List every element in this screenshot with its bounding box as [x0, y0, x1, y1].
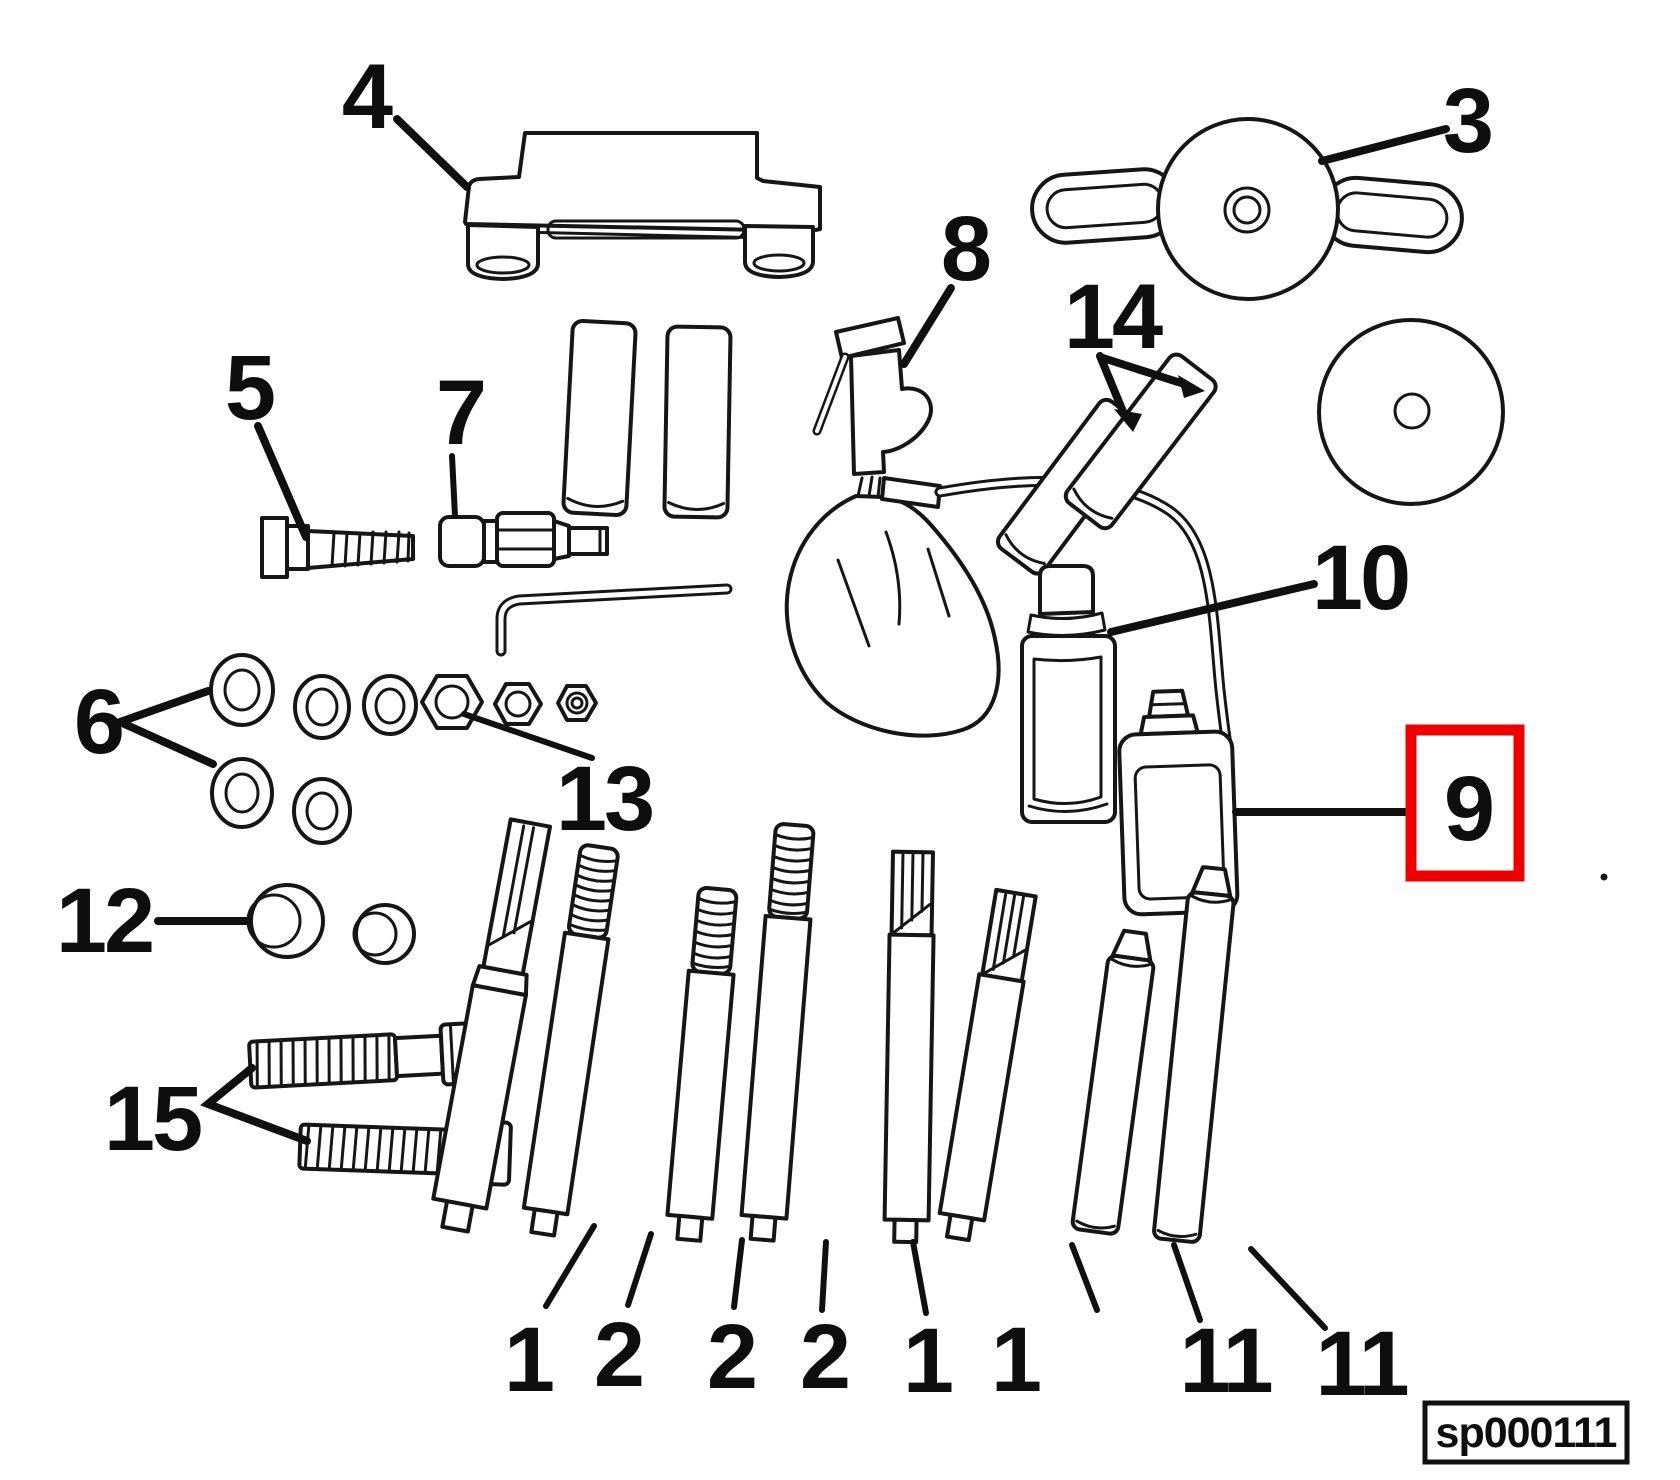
- leader-tool-8: [1248, 1246, 1328, 1331]
- leader-7: [449, 453, 458, 519]
- part-4-mounting-bracket-drawing: [463, 131, 822, 281]
- part-6-washers-drawing: [209, 653, 418, 845]
- leader-lines: [109, 115, 1450, 1331]
- leader-10: [1107, 580, 1318, 636]
- leader-15: [200, 1064, 311, 1145]
- callout-14: 14: [1064, 266, 1163, 368]
- callout-8: 8: [941, 198, 990, 300]
- callout-tool-4: 2: [800, 1306, 848, 1408]
- part-disc-drawing: [1317, 318, 1505, 506]
- part-tools-drawing: [431, 817, 1236, 1245]
- leader-8: [900, 284, 955, 368]
- callout-tool-5: 1: [903, 1310, 952, 1412]
- part-12-bushings-drawing: [246, 883, 416, 965]
- leader-4: [393, 115, 471, 191]
- callout-labels: 4 3 8 14 5 7 6 13 10 9 12 15 1 2 2 2 1 1…: [56, 46, 1495, 1415]
- callout-tool-7: 11: [1179, 1310, 1271, 1412]
- callout-5: 5: [225, 337, 274, 439]
- highlight-box-9: [1405, 724, 1525, 882]
- callout-12: 12: [56, 870, 152, 972]
- leader-5: [254, 422, 310, 541]
- figure-code-label: sp000111: [1436, 1409, 1617, 1457]
- callout-15: 15: [104, 1068, 201, 1170]
- callout-9: 9: [1444, 758, 1492, 860]
- leader-tool-2: [625, 1231, 654, 1308]
- part-14-sleeves-drawing: [995, 352, 1218, 576]
- part-13-nuts-drawing: [420, 674, 598, 730]
- leader-tool-6: [1069, 1242, 1100, 1313]
- callout-3: 3: [1443, 70, 1491, 172]
- figure-code-box: sp000111: [1422, 1400, 1630, 1465]
- part-5-bolt-drawing: [260, 516, 415, 579]
- callout-4: 4: [342, 46, 393, 148]
- stray-dot: [1600, 873, 1608, 881]
- callout-13: 13: [556, 748, 652, 850]
- leader-tool-5: [910, 1239, 929, 1316]
- callout-tool-2: 2: [594, 1304, 642, 1406]
- callout-tool-6: 1: [991, 1309, 1040, 1411]
- leader-tool-3: [731, 1237, 745, 1310]
- callout-10: 10: [1312, 527, 1408, 629]
- leader-tool-4: [819, 1239, 829, 1313]
- leader-tool-7: [1171, 1242, 1203, 1323]
- callout-tool-8: 11: [1315, 1313, 1407, 1415]
- part-3-wing-plate-drawing: [1030, 117, 1464, 301]
- callout-tool-3: 2: [707, 1306, 755, 1408]
- leader-14-arrows: [1096, 352, 1205, 432]
- part-sleeve-tubes-drawing: [561, 318, 733, 520]
- part-allen-key-drawing: [495, 583, 733, 657]
- leader-13: [461, 711, 595, 761]
- leader-tool-1: [543, 1223, 597, 1309]
- part-8-pump-oiler-drawing: [784, 316, 1235, 763]
- callout-tool-1: 1: [504, 1309, 553, 1411]
- part-7-adapter-drawing: [438, 511, 609, 568]
- leader-6: [109, 687, 217, 768]
- part-10-spray-can-drawing: [1020, 564, 1117, 824]
- callout-7: 7: [436, 362, 484, 464]
- leader-3: [1318, 125, 1450, 165]
- callout-6: 6: [74, 671, 122, 773]
